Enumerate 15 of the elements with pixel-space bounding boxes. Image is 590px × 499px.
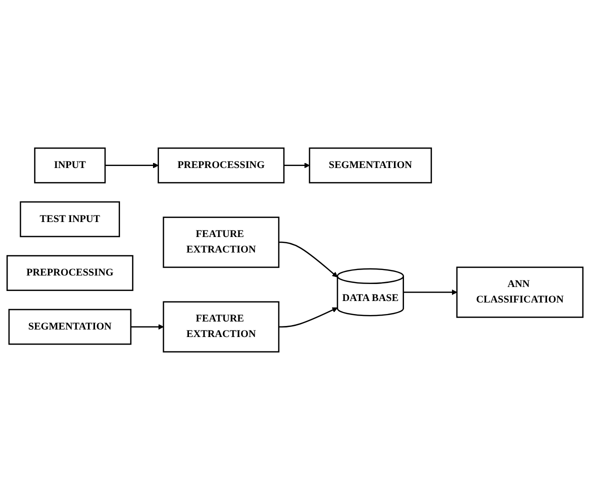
node-box: PREPROCESSING <box>6 254 134 290</box>
arrow <box>278 306 338 327</box>
arrow <box>105 162 159 168</box>
node-box: SEGMENTATION <box>308 147 432 183</box>
node-box: PREPROCESSING <box>158 147 285 183</box>
node-box: TEST INPUT <box>20 200 120 237</box>
node-box: INPUT <box>34 147 106 183</box>
arrow <box>284 162 310 168</box>
arrow <box>278 241 338 277</box>
arrow <box>403 288 458 295</box>
arrow <box>130 324 164 330</box>
node-box: FEATURE EXTRACTION <box>162 300 280 352</box>
node-box: ANN CLASSIFICATION <box>456 266 584 318</box>
node-box: SEGMENTATION <box>8 308 132 344</box>
node-box: FEATURE EXTRACTION <box>162 216 280 268</box>
